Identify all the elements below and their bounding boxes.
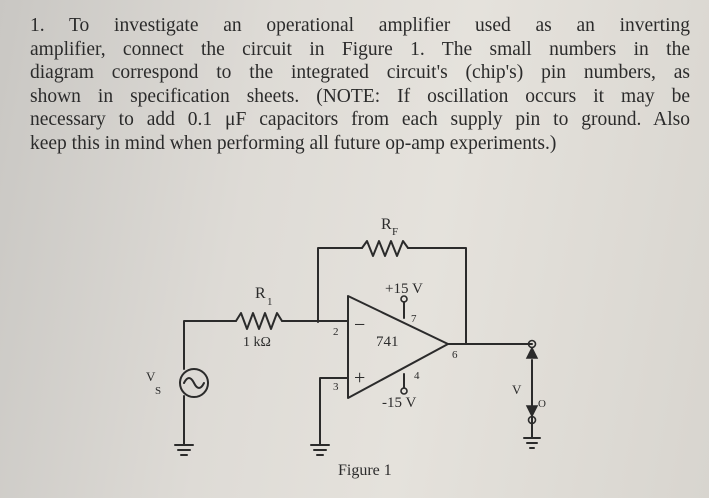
r1-value: 1 kΩ — [243, 335, 271, 350]
noninverting-input-wire — [319, 377, 349, 446]
pin3-label: 3 — [333, 381, 339, 393]
figure-caption: Figure 1 — [338, 462, 392, 479]
ground-icon — [174, 444, 194, 456]
pin7-terminal — [400, 295, 408, 303]
input-resistor — [235, 312, 283, 330]
vo-label: V — [512, 382, 522, 397]
vo-subscript: O — [538, 398, 546, 410]
pin4-terminal — [400, 387, 408, 395]
opamp-triangle-icon — [347, 295, 449, 399]
vs-label: V — [146, 369, 156, 384]
paragraph-line: 1. To investigate an operational amplifi… — [30, 15, 690, 36]
paragraph-line: diagram correspond to the integrated cir… — [30, 62, 690, 84]
pin2-label: 2 — [333, 326, 339, 338]
vs-subscript: S — [155, 385, 161, 397]
pin7-label: 7 — [411, 313, 417, 325]
noninverting-input-sign: + — [354, 367, 365, 389]
paragraph-line: amplifier, connect the circuit in Figure… — [30, 38, 690, 60]
input-wire — [183, 320, 237, 370]
inverting-input-sign: − — [354, 314, 365, 336]
feedback-wire-left — [317, 247, 363, 323]
r1-label: R — [255, 285, 266, 302]
paragraph-line: necessary to add 0.1 μF capacitors from … — [30, 109, 690, 131]
ground-icon — [310, 444, 330, 456]
chip-label: 741 — [376, 334, 399, 350]
rf-subscript: F — [392, 226, 398, 238]
vo-arrow-up-icon — [525, 346, 539, 359]
paragraph-line: shown in specification sheets. (NOTE: If… — [30, 85, 690, 107]
vo-arrow-down-icon — [525, 405, 539, 418]
instruction-paragraph: 1. To investigate an operational amplifi… — [30, 14, 690, 156]
rf-label: R — [381, 216, 392, 233]
supply-positive-label: +15 V — [385, 281, 423, 297]
ground-icon — [523, 437, 541, 449]
pin6-label: 6 — [452, 349, 458, 361]
signal-source-icon — [179, 368, 209, 398]
paragraph-line: keep this in mind when performing all fu… — [30, 132, 557, 154]
r1-subscript: 1 — [267, 296, 273, 308]
sine-wave-icon — [183, 377, 205, 389]
feedback-resistor — [361, 240, 409, 257]
pin4-label: 4 — [414, 370, 420, 382]
supply-negative-label: -15 V — [382, 395, 416, 411]
feedback-wire-right — [407, 247, 467, 345]
